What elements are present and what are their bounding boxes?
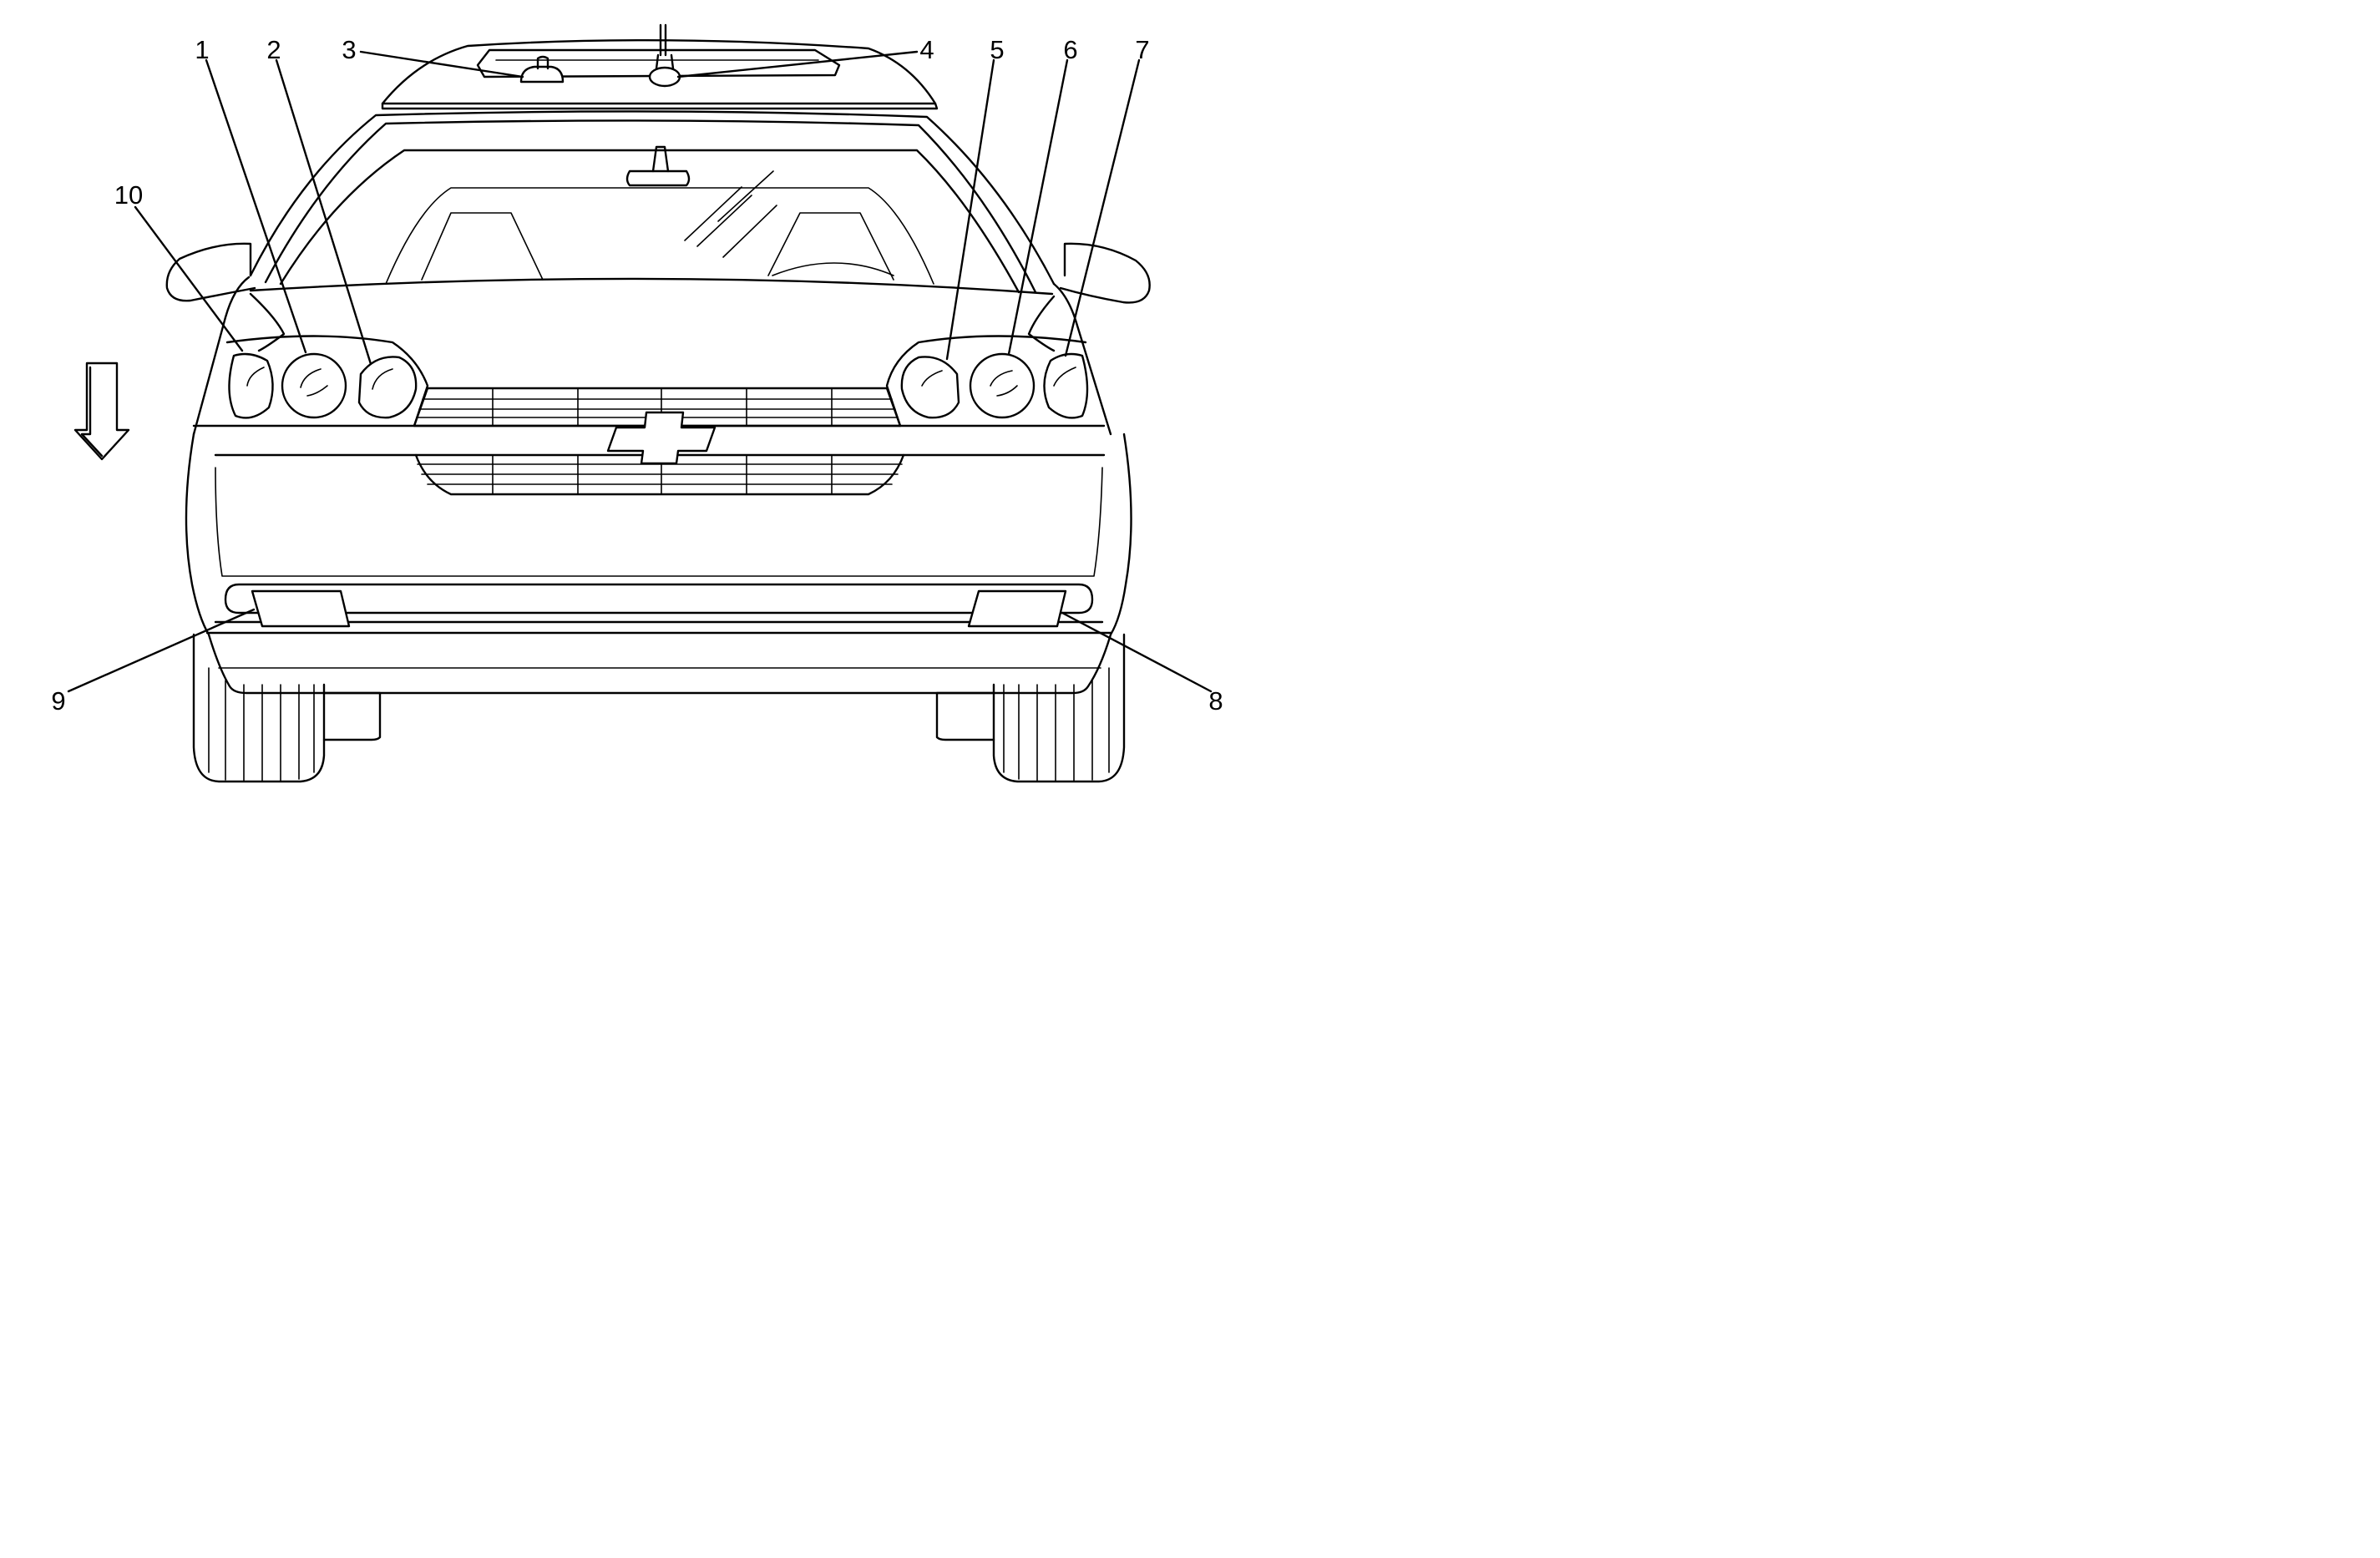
- leader-line-10: [134, 205, 244, 352]
- leader-lines: [67, 50, 1213, 693]
- roof-marker-lamp: [519, 55, 565, 83]
- callout-4: 4: [919, 35, 934, 64]
- left-headlamp-inner: [357, 356, 418, 419]
- right-headlamp-outer: [1043, 352, 1089, 419]
- callout-6: 6: [1063, 35, 1077, 64]
- callout-1: 1: [195, 35, 209, 64]
- right-headlamp-inner: [900, 356, 960, 419]
- right-tire: [935, 633, 1126, 783]
- callout-5: 5: [990, 35, 1004, 64]
- leader-line-2: [275, 58, 372, 366]
- callout-9: 9: [51, 686, 65, 716]
- leader-line-3: [359, 50, 524, 78]
- diagram-canvas: 1 2 3 4 5 6 7 8 9 10: [51, 23, 1223, 783]
- callout-labels: 1 2 3 4 5 6 7 8 9 10: [51, 35, 1223, 716]
- vehicle-front-view-diagram: 1 2 3 4 5 6 7 8 9 10: [0, 0, 1294, 847]
- leader-line-1: [205, 58, 307, 354]
- body-outline: [165, 38, 1151, 695]
- leader-line-8: [1061, 611, 1213, 693]
- leader-line-6: [1007, 58, 1069, 356]
- front-grille: [413, 387, 905, 496]
- bowtie-emblem-icon: [606, 411, 717, 465]
- down-arrow-icon: [73, 362, 130, 461]
- callout-3: 3: [342, 35, 356, 64]
- leader-line-5: [945, 58, 995, 361]
- callout-7: 7: [1135, 35, 1149, 64]
- leader-line-7: [1064, 58, 1141, 357]
- leader-line-4: [676, 50, 919, 78]
- roof-antenna: [648, 23, 681, 88]
- callout-2: 2: [266, 35, 281, 64]
- left-headlamp-center: [281, 352, 347, 419]
- callout-8: 8: [1208, 686, 1223, 716]
- callout-10: 10: [114, 180, 143, 210]
- left-fog-lamp: [251, 589, 351, 628]
- leader-line-9: [67, 608, 256, 693]
- right-fog-lamp: [967, 589, 1067, 628]
- left-headlamp-outer: [228, 352, 274, 419]
- left-tire: [192, 633, 382, 783]
- right-headlamp-center: [969, 352, 1036, 419]
